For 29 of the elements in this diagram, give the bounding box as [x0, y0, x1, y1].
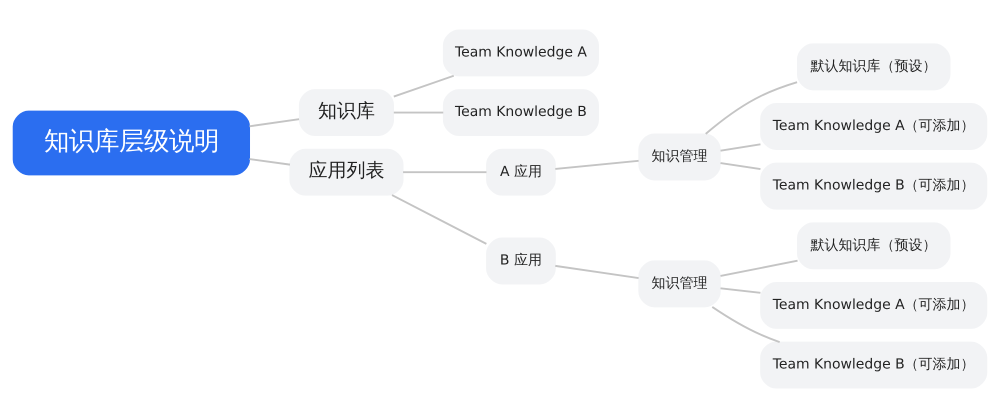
connector [394, 111, 444, 114]
connector [720, 162, 761, 170]
connector [249, 118, 300, 127]
connector [403, 170, 486, 173]
connector [720, 286, 761, 294]
connector [393, 74, 454, 97]
node-box: 默认知识库（预设） [796, 42, 950, 90]
node-box: Team Knowledge A [442, 28, 599, 76]
node-box: 默认知识库（预设） [796, 222, 950, 269]
node-box: B 应用 [486, 237, 556, 284]
connector [555, 159, 639, 170]
node-box: 知识库层级说明 [12, 110, 250, 175]
connector [705, 80, 798, 134]
node-box: Team Knowledge A（可添加） [760, 102, 988, 150]
node-box: Team Knowledge B [442, 88, 599, 136]
node-box: Team Knowledge A（可添加） [760, 281, 988, 328]
connector [712, 306, 780, 343]
node-box: 知识管理 [638, 133, 721, 180]
node-box: Team Knowledge B（可添加） [760, 341, 988, 388]
connector [555, 264, 639, 278]
node-box: A 应用 [486, 148, 556, 196]
node-box: 应用列表 [289, 148, 404, 196]
connector [392, 194, 487, 244]
connector [720, 259, 798, 276]
node-box: 知识库 [298, 88, 394, 136]
node-box: 知识管理 [638, 260, 721, 307]
connector [249, 158, 290, 166]
node-box: Team Knowledge B（可添加） [760, 162, 988, 210]
connector [720, 142, 761, 152]
